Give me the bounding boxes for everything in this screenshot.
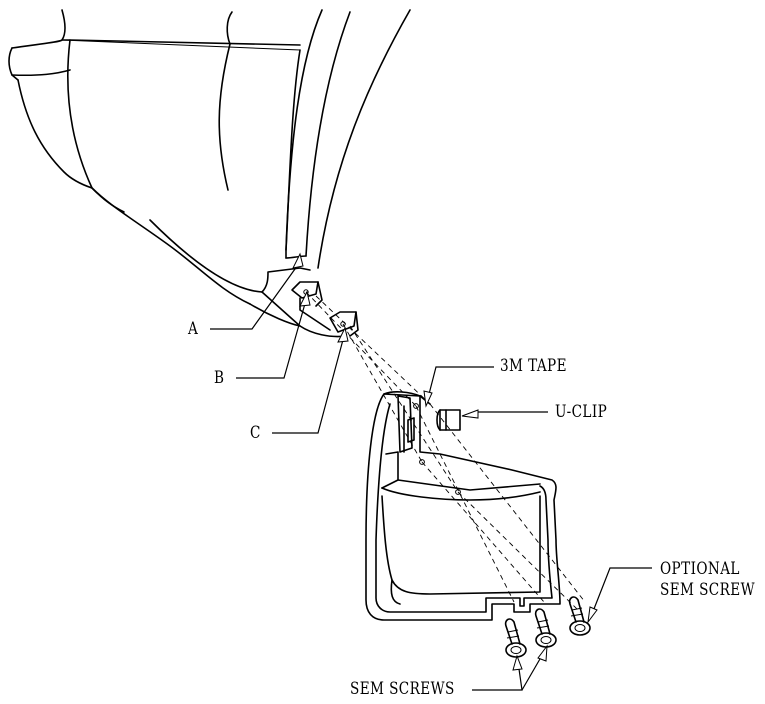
label-optional-line2: SEM SCREW (660, 580, 755, 600)
label-b: B (214, 368, 225, 388)
mud-flap (365, 391, 561, 621)
leader-lines (210, 252, 652, 691)
sem-screws (504, 596, 591, 658)
label-a: A (188, 319, 199, 339)
label-c: C (250, 423, 261, 443)
sem-screw-optional (568, 596, 591, 636)
label-3m-tape: 3M TAPE (500, 356, 567, 376)
alignment-lines (305, 291, 586, 613)
u-clip (436, 409, 461, 431)
label-optional-line1: OPTIONAL (660, 559, 740, 579)
sem-screw-2 (534, 608, 557, 648)
sem-screw-1 (504, 618, 527, 658)
fender-body (8, 9, 411, 338)
label-u-clip: U-CLIP (555, 402, 608, 422)
label-sem-screws: SEM SCREWS (350, 679, 455, 699)
